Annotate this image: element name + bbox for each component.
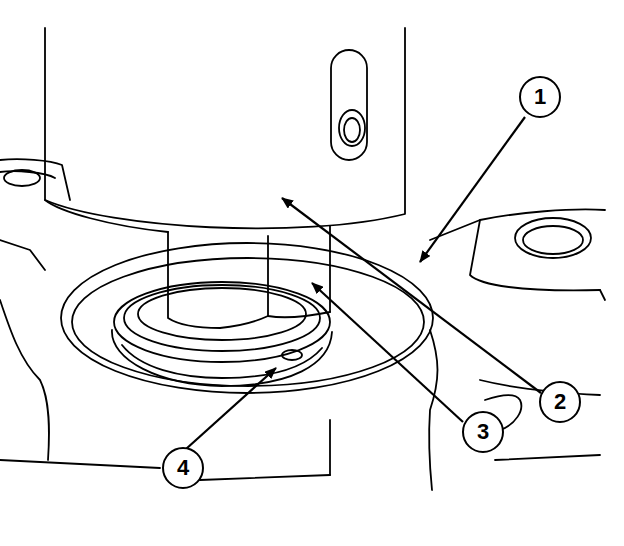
callout-number: 4 xyxy=(162,447,204,489)
callout-number: 2 xyxy=(539,381,581,423)
callout-number: 1 xyxy=(519,76,561,118)
callout-number: 3 xyxy=(462,411,504,453)
